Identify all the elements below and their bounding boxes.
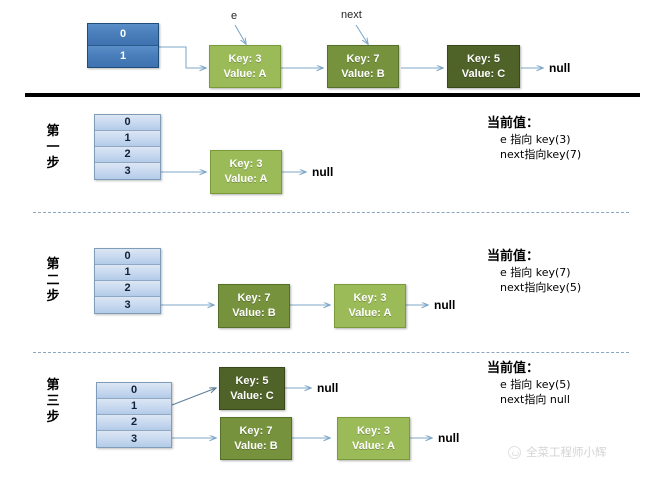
step-two-annotation: 当前值： e 指向 key(7) next指向key(5) [487, 248, 581, 295]
table-row[interactable]: 1 [97, 399, 171, 415]
bucket-row[interactable]: 1 [88, 45, 158, 67]
null-label: null [549, 61, 571, 75]
node-value: Value: B [232, 307, 276, 319]
watermark-logo-icon [508, 445, 521, 459]
node-value: Value: B [341, 67, 385, 80]
node-value: Value: B [234, 439, 278, 452]
table-row[interactable]: 3 [95, 163, 160, 179]
annotation-title: 当前值： [487, 249, 540, 264]
node-key: Key: 5 [466, 52, 501, 65]
null-label: null [434, 298, 456, 312]
table-row[interactable]: 0 [95, 249, 160, 265]
table-row[interactable]: 1 [95, 131, 160, 147]
node-key: Key: 7 [346, 52, 380, 65]
table-row[interactable]: 3 [97, 431, 171, 447]
step-three-label: 第 三 步 [44, 378, 62, 426]
bucket-table: 0 1 [87, 23, 159, 68]
step-label-char: 一 [46, 139, 60, 155]
node-key: Key: 3 [356, 424, 391, 437]
step-divider [33, 352, 629, 353]
step-one-table: 0 1 2 3 [94, 114, 161, 180]
section-divider [25, 93, 640, 97]
step-three-table: 0 1 2 3 [96, 382, 172, 448]
annotation-line: e 指向 key(3) [500, 133, 571, 147]
pointer-label-next: next [341, 9, 362, 21]
annotation-title: 当前值： [487, 361, 540, 376]
table-row[interactable]: 1 [95, 265, 160, 281]
step-divider [33, 212, 629, 213]
table-row[interactable]: 2 [95, 281, 160, 297]
step-label-char: 第 [46, 257, 60, 272]
node-value: Value: A [352, 439, 395, 452]
pointer-label-e: e [231, 10, 238, 22]
annotation-line: e 指向 key(5) [500, 378, 571, 392]
null-label: null [317, 381, 339, 395]
table-row[interactable]: 2 [97, 415, 171, 431]
step-two-node-key3[interactable]: Key: 3 Value: A [334, 284, 406, 328]
annotation-line: next指向 null [500, 392, 570, 406]
node-key5[interactable]: Key: 5 Value: C [447, 45, 520, 88]
watermark: 全菜工程师小辉 [508, 444, 607, 460]
step-one-node-key3[interactable]: Key: 3 Value: A [210, 150, 282, 194]
step-one-label: 第 一 步 [44, 124, 62, 172]
step-label-char: 第 [46, 124, 60, 139]
node-key: Key: 3 [228, 52, 262, 65]
null-label: null [438, 431, 460, 445]
node-value: Value: A [224, 173, 268, 185]
step-three-node-key5[interactable]: Key: 5 Value: C [219, 367, 285, 410]
node-key: Key: 5 [235, 374, 269, 387]
node-key3[interactable]: Key: 3 Value: A [209, 45, 281, 88]
node-key7[interactable]: Key: 7 Value: B [327, 45, 399, 88]
table-row[interactable]: 2 [95, 147, 160, 163]
step-one-annotation: 当前值： e 指向 key(3) next指向key(7) [487, 115, 581, 162]
node-key: Key: 3 [229, 158, 263, 171]
annotation-line: e 指向 key(7) [500, 266, 571, 280]
table-row[interactable]: 0 [95, 115, 160, 131]
bucket-row[interactable]: 0 [88, 24, 158, 46]
step-three-node-key7[interactable]: Key: 7 Value: B [220, 417, 292, 460]
node-key: Key: 3 [353, 292, 387, 305]
step-two-node-key7[interactable]: Key: 7 Value: B [218, 284, 290, 328]
node-value: Value: C [461, 67, 506, 80]
annotation-title: 当前值： [487, 116, 540, 131]
node-key: Key: 7 [237, 292, 271, 305]
step-label-char: 步 [46, 155, 60, 171]
step-two-table: 0 1 2 3 [94, 248, 161, 314]
step-three-annotation: 当前值： e 指向 key(5) next指向 null [487, 360, 571, 407]
annotation-line: next指向key(7) [500, 147, 582, 161]
table-row[interactable]: 3 [95, 297, 160, 313]
null-label: null [312, 165, 334, 179]
step-label-char: 三 [46, 393, 60, 409]
step-two-label: 第 二 步 [44, 257, 62, 305]
step-label-char: 步 [46, 288, 60, 304]
node-value: Value: A [223, 67, 267, 80]
node-value: Value: A [348, 307, 392, 319]
node-value: Value: C [230, 389, 274, 402]
node-key: Key: 7 [239, 424, 273, 437]
annotation-line: next指向key(5) [500, 280, 582, 294]
step-label-char: 二 [46, 272, 60, 288]
step-label-char: 步 [46, 409, 60, 425]
watermark-text: 全菜工程师小辉 [526, 445, 607, 459]
table-row[interactable]: 0 [97, 383, 171, 399]
step-label-char: 第 [46, 378, 60, 393]
step-three-node-key3[interactable]: Key: 3 Value: A [337, 417, 410, 460]
